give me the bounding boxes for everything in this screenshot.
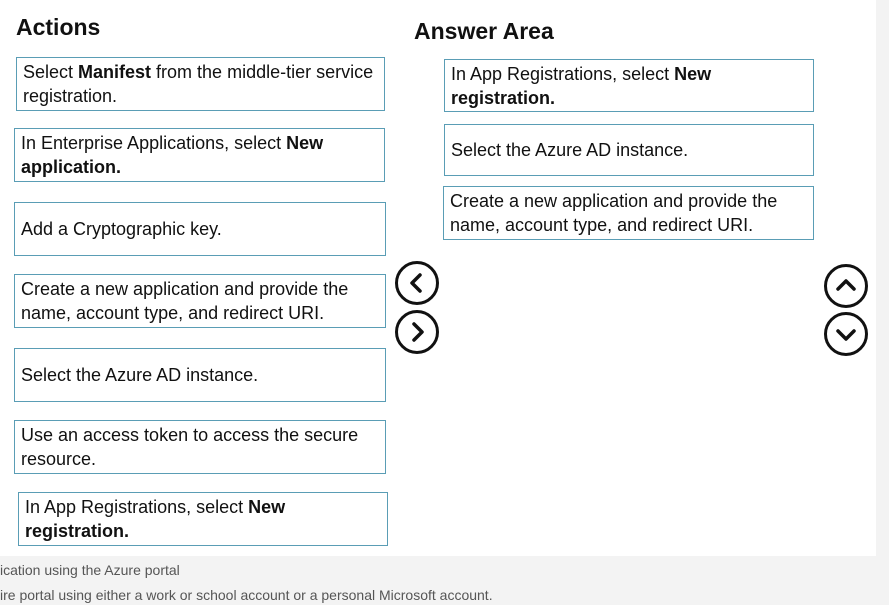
answer-area-heading: Answer Area	[414, 18, 554, 44]
action-text-pre: In Enterprise Applications, select	[21, 133, 287, 153]
answer-text: In App Registrations, select New registr…	[451, 62, 807, 110]
action-item[interactable]: In Enterprise Applications, select New a…	[14, 128, 385, 182]
chevron-down-icon	[836, 329, 856, 341]
action-text-pre: Add a Cryptographic key.	[21, 219, 222, 239]
action-text: Select Manifest from the middle-tier ser…	[23, 60, 378, 108]
answer-text-bold: New registration.	[451, 63, 712, 108]
answer-text: Select the Azure AD instance.	[451, 138, 688, 162]
action-text: In App Registrations, select New registr…	[25, 495, 381, 543]
action-text-pre: In App Registrations, select	[25, 497, 249, 517]
answer-item[interactable]: Select the Azure AD instance.	[444, 124, 814, 176]
action-item[interactable]: Create a new application and provide the…	[14, 274, 386, 328]
action-text: Select the Azure AD instance.	[21, 363, 258, 387]
action-text-bold: New registration.	[25, 497, 286, 541]
answer-text-pre: Create a new application and provide the…	[450, 191, 778, 235]
answer-item[interactable]: Create a new application and provide the…	[443, 186, 814, 240]
action-text-pre: Select the Azure AD instance.	[21, 365, 259, 385]
answer-item[interactable]: In App Registrations, select New registr…	[444, 59, 814, 112]
action-text-pre: Select	[23, 62, 79, 82]
move-right-button[interactable]	[395, 310, 439, 354]
move-left-button[interactable]	[395, 261, 439, 305]
action-text-pre: Use an access token to access the secure…	[21, 425, 359, 469]
action-text-bold: Manifest	[78, 62, 152, 82]
answer-text-pre: Select the Azure AD instance.	[451, 140, 689, 160]
chevron-right-icon	[412, 322, 424, 342]
chevron-up-icon	[836, 279, 856, 291]
move-down-button[interactable]	[824, 312, 868, 356]
action-item[interactable]: Use an access token to access the secure…	[14, 420, 386, 474]
action-text: Add a Cryptographic key.	[21, 217, 222, 241]
action-text: In Enterprise Applications, select New a…	[21, 131, 378, 179]
action-text-pre: Create a new application and provide the…	[21, 279, 349, 323]
action-item[interactable]: In App Registrations, select New registr…	[18, 492, 388, 546]
move-up-button[interactable]	[824, 264, 868, 308]
action-item[interactable]: Add a Cryptographic key.	[14, 202, 386, 256]
action-item[interactable]: Select the Azure AD instance.	[14, 348, 386, 402]
answer-text: Create a new application and provide the…	[450, 189, 807, 237]
drag-drop-panel: Actions Answer Area Select Manifest from…	[0, 0, 876, 556]
actions-heading: Actions	[16, 14, 101, 40]
action-text-post: from the middle-tier service registratio…	[23, 62, 374, 106]
chevron-left-icon	[410, 273, 422, 293]
action-text: Create a new application and provide the…	[21, 277, 379, 325]
footer-line-1: ication using the Azure portal	[0, 562, 180, 578]
action-text: Use an access token to access the secure…	[21, 423, 379, 471]
footer-line-2: ire portal using either a work or school…	[0, 587, 493, 603]
answer-text-pre: In App Registrations, select	[451, 63, 675, 84]
action-text-bold: New application.	[21, 133, 324, 177]
action-item[interactable]: Select Manifest from the middle-tier ser…	[16, 57, 385, 111]
